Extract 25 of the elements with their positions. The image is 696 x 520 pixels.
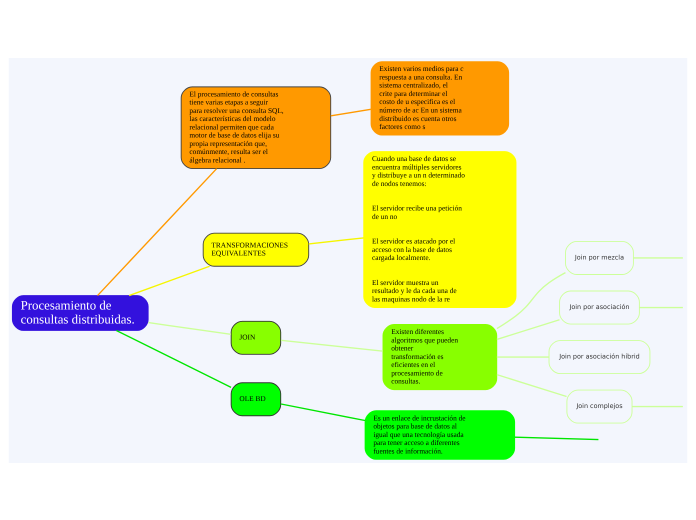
node-box: OLE BD (230, 382, 282, 416)
connector (308, 236, 364, 244)
connector (128, 265, 210, 296)
node-box: Procesamiento de consultas distribuidas. (12, 294, 149, 330)
connector (280, 339, 383, 352)
node-box: Existen diferentes algoritmos que pueden obtener transformación es eficientes en el procesamiento de consultas. (382, 324, 498, 390)
connector (496, 272, 566, 329)
connector (640, 306, 683, 308)
node-box: TRANSFORMACIONES EQUIVALENTES (202, 232, 310, 266)
connector (330, 108, 371, 116)
node-box: Cuando una base de datos se encuentra múltiples servidores y distribuye a un n determinado de nodos tenemos: El servidor recibe una petición de un no El servidor es atacado por el acceso con la base de datos cargada localmente. El servidor muestra un resultado y le da cada una de las maquinas nodo de la re (363, 150, 516, 308)
connector (148, 321, 231, 335)
connector (116, 329, 232, 388)
connector (496, 374, 567, 397)
connector (280, 402, 366, 421)
connector (496, 318, 560, 340)
connector (97, 168, 218, 296)
node-box: Es un enlace de incrustación de objetos para base de datos al igual que una tecnología usada para tener acceso a diferentes fuentes de información. (364, 410, 516, 460)
connector (632, 405, 683, 407)
node-box: El procesamiento de consultas tiene varias etapas a seguir para resolver una consulta SQL, las características del modelo relacional permiten que cada motor de base de datos elija su propia representación que, comúnmente, resulta ser el álgebra relacional . (180, 86, 332, 168)
node-box: JOIN (230, 320, 282, 354)
connector (634, 256, 683, 258)
connector (514, 436, 598, 440)
connector (496, 356, 549, 358)
node-box: Existen varios medios para c respuesta a una consulta. En sistema centralizado, el crite para determinar el costo de u especifica es el número de ac En un sistema distribuido es cuenta otros factores como s (370, 60, 510, 136)
